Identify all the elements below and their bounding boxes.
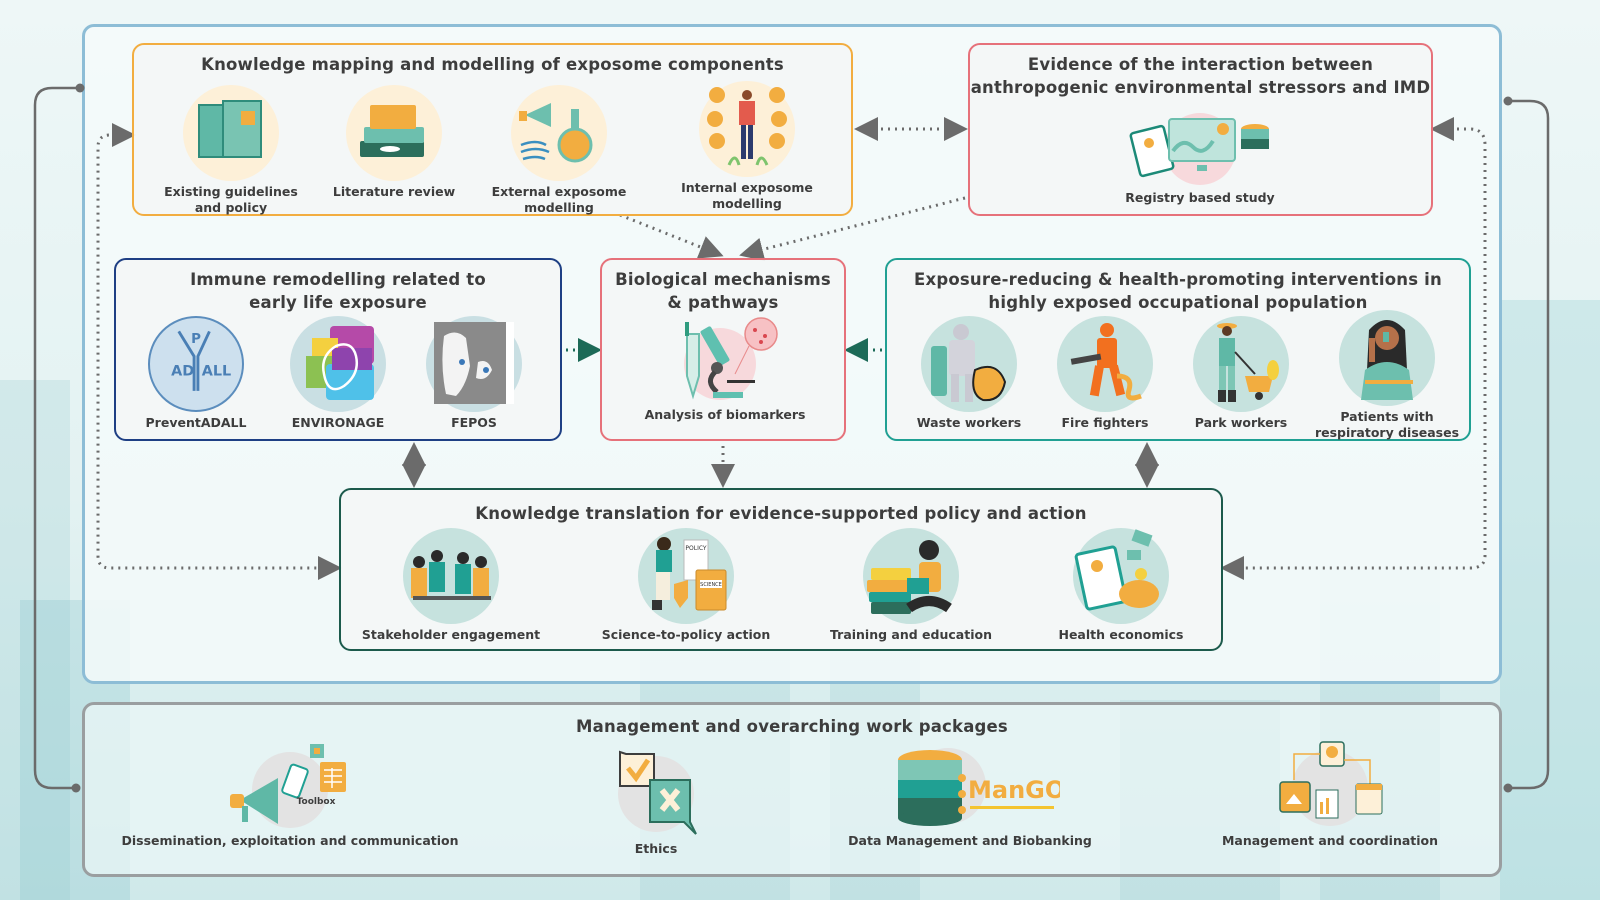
- registry-study-label: Registry based study: [1125, 190, 1275, 205]
- knowledge-mapping-title: Knowledge mapping and modelling of expos…: [201, 55, 784, 74]
- right-loop-dot-bottom: [1503, 783, 1513, 793]
- svg-text:ManGO: ManGO: [968, 776, 1060, 804]
- megaphone-flask-icon: [511, 85, 607, 181]
- environage-logo: [290, 316, 386, 412]
- knowledge-mapping-box: Knowledge mapping and modelling of expos…: [132, 43, 853, 216]
- right-loop-dot-top: [1503, 96, 1513, 106]
- fire-fighters-label: Fire fighters: [1061, 415, 1149, 430]
- policy-science-icon: POLICY SCIENCE: [638, 528, 734, 624]
- park-workers-label: Park workers: [1194, 415, 1288, 430]
- item-dissemination: Toolbox Dissemination, exploitation and …: [120, 740, 460, 849]
- piggy-bank-icon: [1073, 528, 1169, 624]
- management-title: Management and overarching work packages: [576, 717, 1008, 736]
- training-education-label: Training and education: [830, 627, 992, 642]
- left-loop-dot-bottom: [71, 783, 81, 793]
- svg-text:ALL: ALL: [202, 364, 231, 380]
- item-preventadall: P AD ALL PreventADALL: [136, 316, 256, 431]
- preventadall-label: PreventADALL: [145, 415, 247, 430]
- svg-text:Toolbox: Toolbox: [297, 797, 336, 807]
- exposure-reducing-box: Exposure-reducing & health-promoting int…: [885, 258, 1471, 441]
- item-science-policy: POLICY SCIENCE Science-to-policy action: [596, 528, 776, 643]
- item-registry-study: Registry based study: [1110, 107, 1290, 206]
- svg-text:POLICY: POLICY: [685, 545, 707, 552]
- dissemination-label: Dissemination, exploitation and communic…: [121, 833, 459, 848]
- item-biomarkers: Analysis of biomarkers: [625, 316, 825, 423]
- item-management-coordination: Management and coordination: [1220, 740, 1440, 849]
- literature-review-label: Literature review: [332, 184, 456, 199]
- mango-database-icon: ManGO: [880, 740, 1060, 830]
- ethics-label: Ethics: [634, 841, 678, 856]
- preventadall-logo: P AD ALL: [148, 316, 244, 412]
- denmark-map-icon: [426, 316, 522, 412]
- books-icon: [346, 85, 442, 181]
- biological-title: Biological mechanisms& pathways: [615, 270, 831, 312]
- environage-label: ENVIRONAGE: [291, 415, 385, 430]
- biological-mechanisms-box: Biological mechanisms& pathways Analysis…: [600, 258, 846, 441]
- svg-text:SCIENCE: SCIENCE: [700, 582, 722, 588]
- item-data-management: ManGO Data Management and Biobanking: [848, 740, 1092, 849]
- item-health-economics: Health economics: [1031, 528, 1211, 643]
- data-management-label: Data Management and Biobanking: [848, 833, 1092, 848]
- registry-dashboard-icon: [1125, 107, 1275, 187]
- folders-icon: [183, 85, 279, 181]
- item-training-education: Training and education: [821, 528, 1001, 643]
- left-loop-line: [33, 86, 80, 790]
- biomarkers-label: Analysis of biomarkers: [644, 407, 806, 422]
- park-worker-icon: [1193, 316, 1289, 412]
- item-fepos: FEPOS: [414, 316, 534, 431]
- fepos-label: FEPOS: [451, 415, 497, 430]
- management-coordination-label: Management and coordination: [1221, 833, 1439, 848]
- item-stakeholder-engagement: Stakeholder engagement: [361, 528, 541, 643]
- waste-worker-icon: [921, 316, 1017, 412]
- exposure-title: Exposure-reducing & health-promoting int…: [914, 270, 1442, 312]
- knowledge-translation-title: Knowledge translation for evidence-suppo…: [475, 504, 1087, 523]
- inhaler-patient-icon: [1339, 310, 1435, 406]
- right-loop-line: [1508, 99, 1550, 790]
- item-environage: ENVIRONAGE: [278, 316, 398, 431]
- group-meeting-icon: [403, 528, 499, 624]
- item-waste-workers: Waste workers: [909, 316, 1029, 431]
- item-park-workers: Park workers: [1181, 316, 1301, 431]
- stakeholder-engagement-label: Stakeholder engagement: [361, 627, 541, 642]
- check-cross-bubbles-icon: [606, 746, 706, 838]
- science-policy-label: Science-to-policy action: [601, 627, 771, 642]
- item-fire-fighters: Fire fighters: [1045, 316, 1165, 431]
- svg-text:AD: AD: [171, 364, 194, 380]
- waste-workers-label: Waste workers: [916, 415, 1022, 430]
- person-icon: [699, 81, 795, 177]
- microscope-icon: [665, 316, 785, 404]
- health-economics-label: Health economics: [1058, 627, 1184, 642]
- workflow-icon: [1270, 740, 1390, 830]
- item-ethics: Ethics: [596, 746, 716, 857]
- knowledge-translation-box: Knowledge translation for evidence-suppo…: [339, 488, 1223, 651]
- student-laptop-icon: [863, 528, 959, 624]
- item-literature-review: Literature review: [324, 85, 464, 200]
- svg-text:P: P: [191, 332, 201, 347]
- megaphone-toolbox-icon: Toolbox: [220, 740, 360, 830]
- firefighter-icon: [1057, 316, 1153, 412]
